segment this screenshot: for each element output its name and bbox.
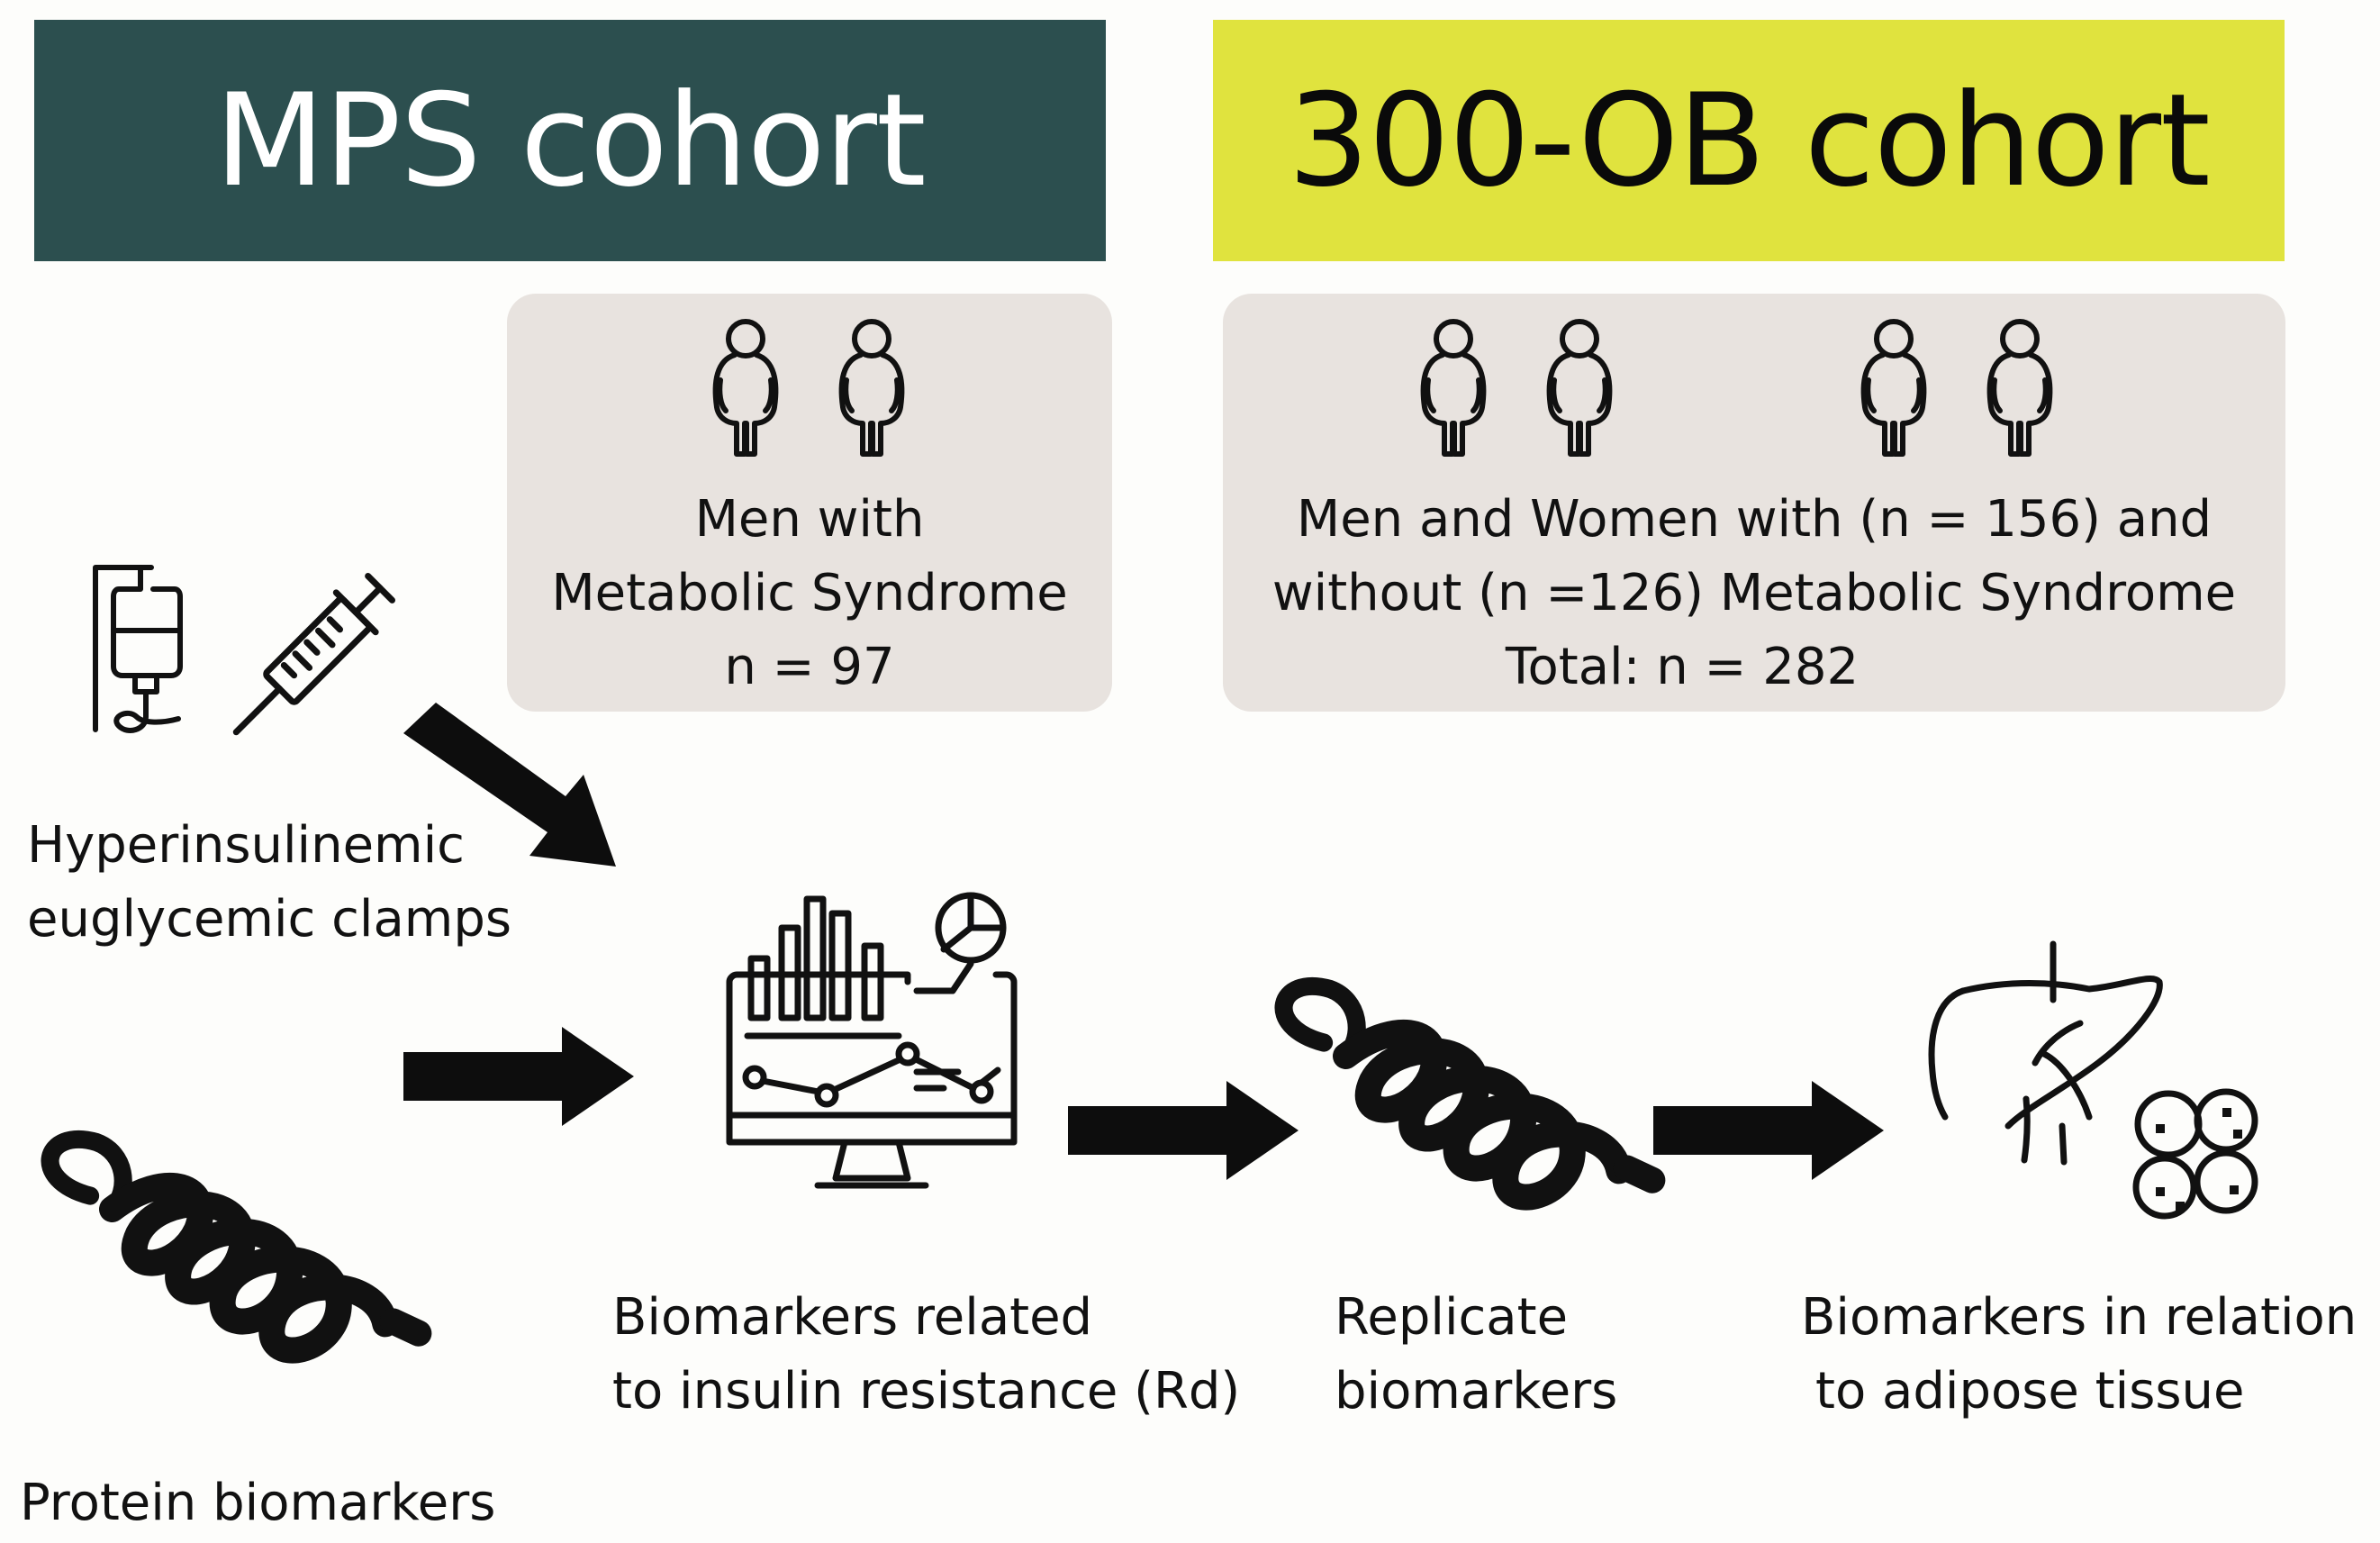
mps-panel-line: Metabolic Syndrome [551, 564, 1068, 622]
mps-panel-text: Men with Metabolic Syndrome n = 97 [507, 483, 1112, 704]
insulin-label: Biomarkers related to insulin resistance… [612, 1281, 1240, 1429]
ob-panel-line: without (n =126) Metabolic Syndrome [1271, 564, 2237, 622]
replicate-label-line: biomarkers [1335, 1362, 1618, 1420]
ob-panel-text: Men and Women with (n = 156) and without… [1223, 483, 2285, 704]
adipose-label-line: Biomarkers in relation [1801, 1288, 2357, 1347]
arrow-icon [403, 1027, 634, 1126]
person-icon [1410, 317, 1497, 461]
arrow-icon [403, 703, 616, 867]
person-icon [1536, 317, 1623, 461]
ob-cohort-title: 300-OB cohort [1288, 66, 2210, 215]
adipose-label: Biomarkers in relation to adipose tissue [1801, 1281, 2357, 1429]
liver-icon [1928, 940, 2163, 1166]
ob-cohort-banner: 300-OB cohort [1213, 20, 2285, 261]
insulin-label-line: to insulin resistance (Rd) [612, 1362, 1241, 1420]
replicate-label-line: Replicate [1335, 1288, 1569, 1347]
ob-cohort-panel: Men and Women with (n = 156) and without… [1223, 294, 2285, 712]
person-icon [1977, 317, 2063, 461]
insulin-label-line: Biomarkers related [612, 1288, 1093, 1347]
fat-cells-icon [2132, 1088, 2258, 1220]
protein-helix-icon [54, 1072, 396, 1414]
arrow-icon [1068, 1081, 1299, 1180]
syringe-icon [232, 572, 396, 736]
person-icon [702, 317, 789, 461]
protein-helix-icon [1288, 919, 1630, 1261]
iv-drip-icon [93, 565, 183, 733]
ob-panel-line: Men and Women with (n = 156) and [1296, 490, 2213, 549]
arrow-icon [1653, 1081, 1884, 1180]
clamp-label-line: euglycemic clamps [27, 890, 512, 948]
mps-panel-line: n = 97 [724, 638, 895, 696]
replicate-label: Replicate biomarkers [1335, 1281, 1617, 1429]
adipose-label-line: to adipose tissue [1815, 1362, 2245, 1420]
mps-cohort-title: MPS cohort [214, 66, 926, 215]
ob-panel-line: Total: n = 282 [1505, 638, 1860, 696]
protein-label: Protein biomarkers [20, 1474, 496, 1532]
person-icon [1851, 317, 1937, 461]
mps-cohort-banner: MPS cohort [34, 20, 1106, 261]
clamp-label-line: Hyperinsulinemic [27, 816, 465, 875]
dashboard-monitor-icon [726, 892, 1018, 1189]
clamp-label: Hyperinsulinemic euglycemic clamps [27, 809, 511, 957]
person-icon [828, 317, 915, 461]
mps-cohort-panel: Men with Metabolic Syndrome n = 97 [507, 294, 1112, 712]
mps-panel-line: Men with [694, 490, 925, 549]
